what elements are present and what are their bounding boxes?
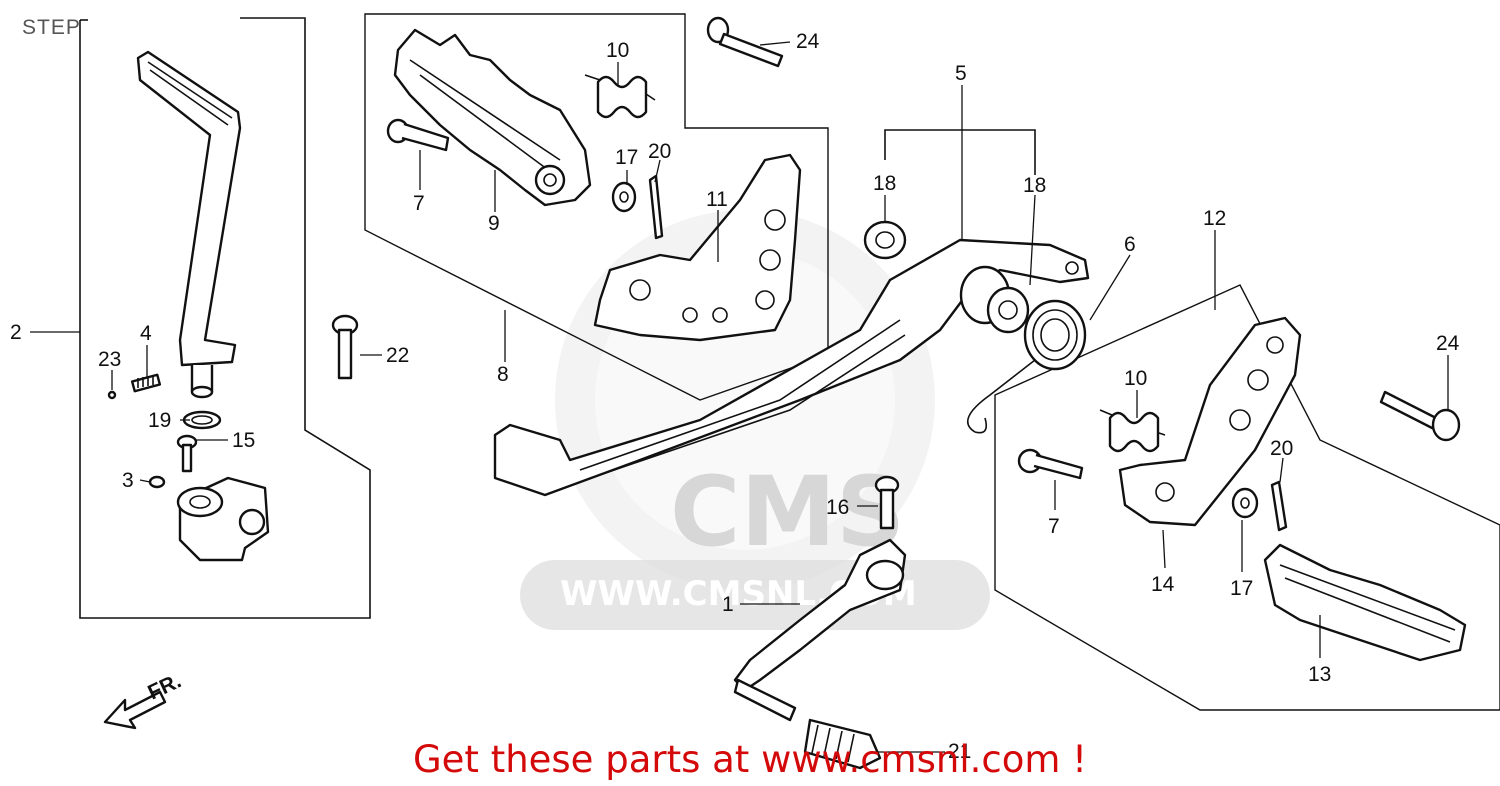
front-direction-arrow: FR. [103, 669, 185, 730]
callout-7-upper: 7 [413, 192, 425, 215]
callout-16: 16 [826, 496, 849, 519]
callout-24-upper: 24 [796, 30, 820, 53]
callout-3: 3 [122, 469, 134, 492]
callout-5: 5 [955, 62, 967, 85]
leader-lines [30, 41, 1449, 753]
callout-2: 2 [10, 321, 22, 344]
callout-12: 12 [1203, 207, 1226, 230]
shift-lever-1 [733, 538, 907, 722]
callout-labels: 2 4 23 19 15 3 22 8 7 9 10 17 20 11 24 5… [10, 30, 1460, 763]
callout-17-upper: 17 [615, 146, 638, 169]
step-bracket-11 [593, 153, 802, 342]
pin-7-upper [386, 118, 450, 152]
bracket-18 [884, 129, 1036, 175]
callout-14: 14 [1151, 573, 1175, 596]
spring-10-lower [1099, 409, 1166, 453]
ball-23 [107, 390, 117, 400]
callout-17-lower: 17 [1230, 577, 1253, 600]
callout-10-upper: 10 [606, 39, 629, 62]
frame-left-step-lower [994, 284, 1500, 711]
callout-19: 19 [148, 409, 171, 432]
washer-17-upper [611, 181, 637, 213]
bolt-15 [176, 434, 198, 473]
callout-20-lower: 20 [1270, 437, 1293, 460]
footer-promo-text: Get these parts at www.cmsnl.com ! [412, 738, 1087, 781]
return-spring-6 [966, 299, 1087, 434]
callout-18-left: 18 [873, 172, 896, 195]
washer-17-lower [1231, 487, 1259, 519]
spring-pin-4 [130, 373, 162, 393]
callout-22: 22 [386, 344, 409, 367]
bolt-24-lower [1379, 390, 1461, 442]
callout-8: 8 [497, 363, 509, 386]
callout-9: 9 [488, 212, 500, 235]
callout-23: 23 [98, 348, 121, 371]
footpeg-13 [1263, 543, 1467, 662]
bolt-22 [331, 314, 359, 380]
callout-18-right: 18 [1023, 174, 1046, 197]
spring-10-upper [584, 74, 656, 119]
pin-20-lower [1270, 480, 1288, 532]
frame-right-step-upper [364, 13, 829, 401]
callout-24-lower: 24 [1436, 332, 1460, 355]
callout-10-lower: 10 [1124, 367, 1147, 390]
callout-21: 21 [948, 740, 971, 763]
callout-1: 1 [722, 593, 734, 616]
callout-20-upper: 20 [648, 140, 671, 163]
pin-20-upper [648, 174, 664, 240]
nut-3 [148, 475, 166, 489]
brake-pedal-5 [493, 238, 1090, 497]
callout-7-lower: 7 [1048, 515, 1060, 538]
pin-7-lower [1017, 448, 1084, 480]
bushing-18 [863, 220, 907, 260]
footpeg-9 [393, 28, 592, 207]
bolt-16 [874, 475, 900, 530]
callout-4: 4 [140, 322, 152, 345]
kick-starter-arm [136, 50, 242, 399]
callout-11: 11 [706, 188, 728, 211]
kick-starter-boss [176, 476, 270, 562]
callout-6: 6 [1124, 233, 1136, 256]
watermark-logo-text: CMS [670, 456, 905, 568]
step-bracket-14 [1118, 316, 1302, 527]
frame-kick-starter [79, 17, 371, 619]
bolt-24-upper [706, 16, 784, 68]
shift-rubber-21 [803, 718, 882, 770]
callout-15: 15 [232, 429, 255, 452]
callout-13: 13 [1308, 663, 1331, 686]
section-title: STEP [22, 16, 81, 39]
